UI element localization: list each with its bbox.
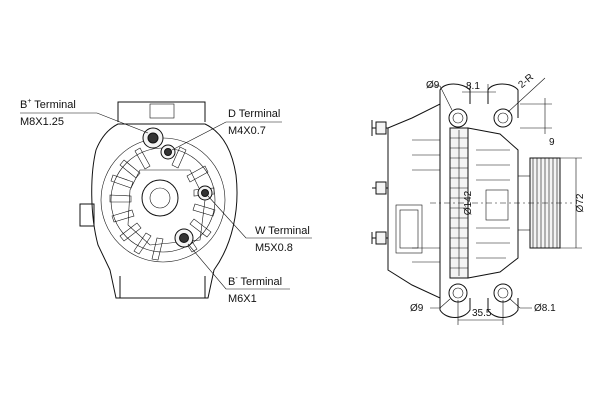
front-view bbox=[79, 101, 238, 299]
w-terminal-label: W Terminal bbox=[255, 225, 310, 237]
d-terminal-label: D Terminal bbox=[228, 108, 280, 120]
dim-offset-right: 9 bbox=[549, 137, 555, 148]
b-minus-terminal-label: B- Terminal bbox=[228, 275, 282, 288]
dim-spacing-top: 8.1 bbox=[466, 81, 480, 92]
dim-radius: 2-R bbox=[516, 72, 535, 91]
d-terminal-thread: M4X0.7 bbox=[228, 125, 266, 137]
side-view bbox=[371, 83, 572, 318]
w-terminal-thread: M5X0.8 bbox=[255, 242, 293, 254]
dimension-lines bbox=[428, 77, 582, 325]
dim-hole-top-left: Ø9 bbox=[426, 80, 440, 91]
b-plus-thread: M8X1.25 bbox=[20, 116, 64, 128]
terminal-leaders bbox=[20, 112, 312, 290]
dim-body-diameter: Ø142 bbox=[463, 190, 474, 215]
dim-hole-bottom-left: Ø9 bbox=[410, 303, 424, 314]
dim-hole-bottom-right: Ø8.1 bbox=[534, 303, 556, 314]
dim-spacing-bottom: 35.5 bbox=[472, 308, 492, 319]
dim-pulley-diameter: Ø72 bbox=[575, 193, 586, 212]
b-minus-thread: M6X1 bbox=[228, 293, 257, 305]
b-plus-terminal-label: B+ Terminal bbox=[20, 98, 76, 111]
